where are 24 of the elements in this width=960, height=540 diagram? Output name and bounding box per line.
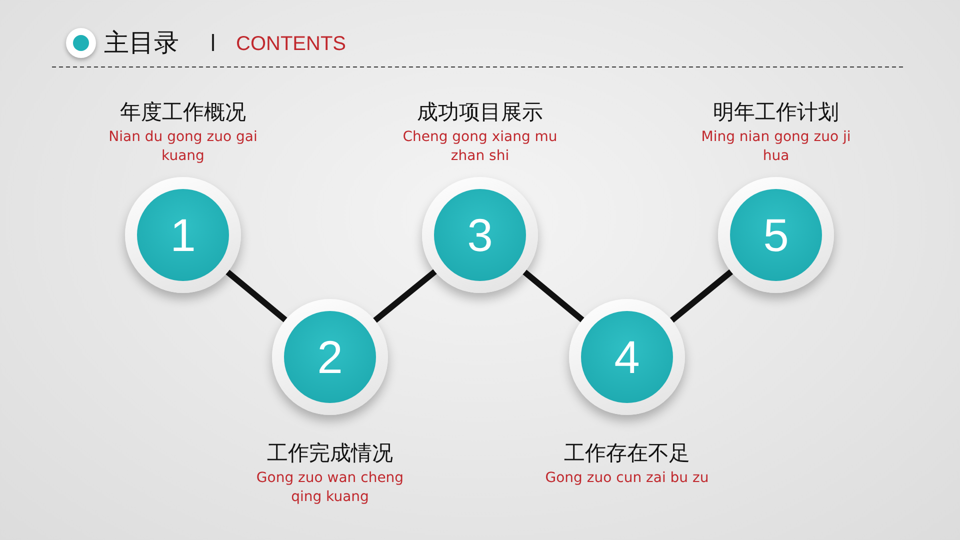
pinyin-text: Gong zuo wan cheng qing kuang xyxy=(255,469,405,507)
number-ring xyxy=(569,299,685,415)
pinyin-text: Cheng gong xiang mu zhan shi xyxy=(402,128,558,166)
number-disc: 2 xyxy=(284,311,376,403)
pinyin-text: Gong zuo cun zai bu zu xyxy=(544,469,710,488)
number-ring xyxy=(422,177,538,293)
connector-line xyxy=(522,270,584,322)
heading-text: 工作存在不足 xyxy=(563,440,691,467)
heading-text: 年度工作概况 xyxy=(119,99,247,126)
pinyin-text: Ming nian gong zuo ji hua xyxy=(700,128,852,166)
number-disc: 5 xyxy=(730,189,822,281)
subtitle: CONTENTS xyxy=(236,32,346,56)
number-disc: 3 xyxy=(434,189,526,281)
connector-line xyxy=(373,269,437,323)
heading-text: 工作完成情况 xyxy=(266,440,394,467)
connector-line xyxy=(226,270,288,322)
pinyin-text: Nian du gong zuo gai kuang xyxy=(108,128,258,166)
number-ring xyxy=(272,299,388,415)
number-disc: 4 xyxy=(581,311,673,403)
heading-text: 成功项目展示 xyxy=(416,99,544,126)
heading-text: 明年工作计划 xyxy=(712,99,840,126)
connector-line xyxy=(670,269,734,323)
number-disc: 1 xyxy=(137,189,229,281)
title: 主目录 xyxy=(104,28,179,58)
